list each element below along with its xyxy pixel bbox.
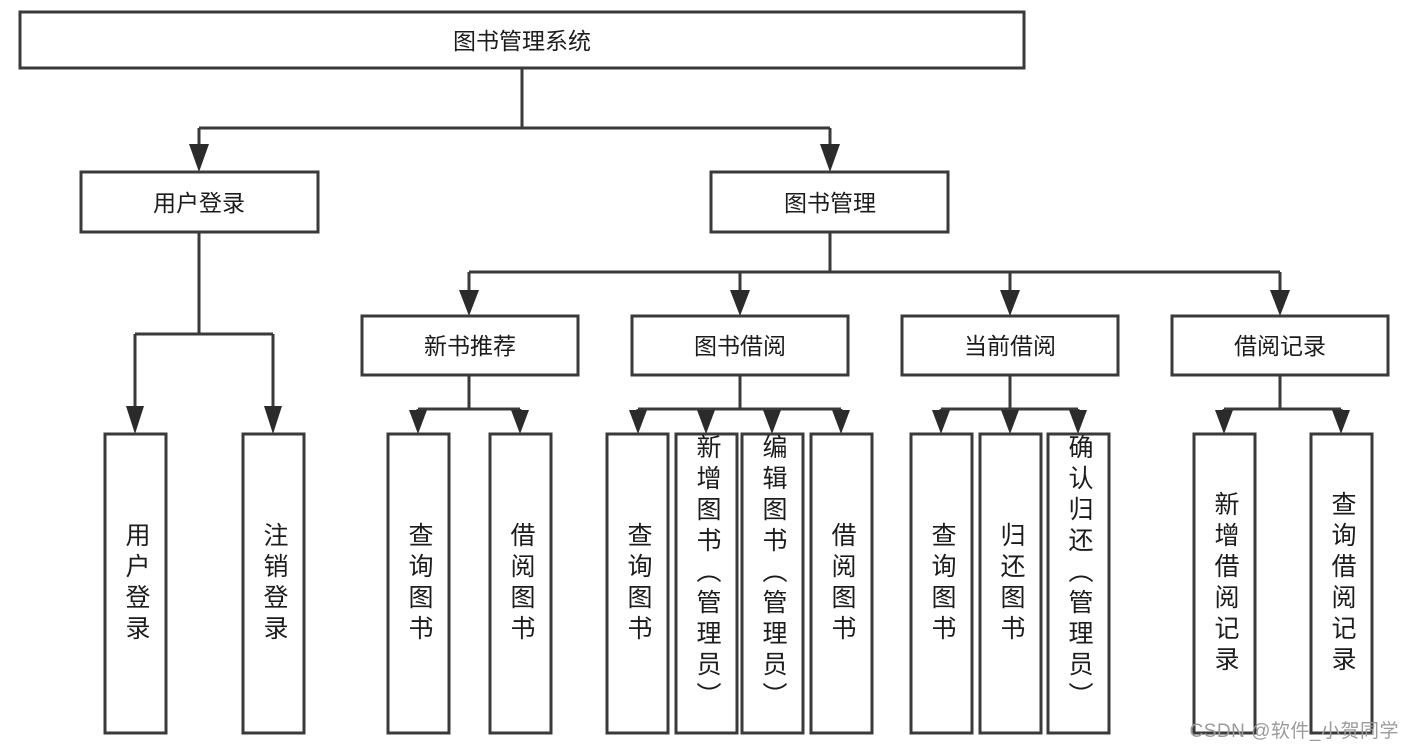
node-book-borrow-box[interactable] xyxy=(630,314,850,377)
leaf-new-book-2[interactable]: 借阅图书 xyxy=(488,432,553,735)
node-borrow-record-label: 借阅记录 xyxy=(1234,333,1326,359)
leaf-book-borrow-1[interactable]: 查询图书 xyxy=(605,432,670,735)
arrow-head-book-borrow-leaf-2 xyxy=(697,410,715,434)
arrow-head-new-book-leaf-2 xyxy=(511,410,529,434)
leaf-book-borrow-4-label: 借阅图书 xyxy=(828,521,856,646)
leaf-book-borrow-1-label-fo: 查询图书 xyxy=(624,521,652,646)
arrow-head-current-borrow-leaf-3 xyxy=(1069,410,1087,434)
leaf-new-book-1-box[interactable] xyxy=(386,432,451,735)
leaf-book-borrow-1-label: 查询图书 xyxy=(624,521,652,646)
arrow-head-to-current-borrow xyxy=(1000,290,1020,316)
node-new-book-recommend-box[interactable] xyxy=(360,314,580,377)
leaf-user-login-2-label: 注销登录 xyxy=(260,521,288,646)
leaf-current-borrow-3[interactable]: 确认归还（管理员） xyxy=(1046,432,1111,735)
leaf-new-book-2-label: 借阅图书 xyxy=(507,521,535,646)
arrow-head-book-borrow-leaf-3 xyxy=(763,410,781,434)
node-borrow-record-box[interactable] xyxy=(1170,314,1390,377)
leaf-book-borrow-4-box[interactable] xyxy=(809,432,874,735)
node-book-borrow[interactable]: 图书借阅 xyxy=(630,314,850,377)
arrow-head-to-new-book xyxy=(459,290,479,316)
leaf-new-book-2-label-fo: 借阅图书 xyxy=(507,521,535,646)
leaf-current-borrow-2-label-fo: 归还图书 xyxy=(997,521,1025,646)
node-book-management-label: 图书管理 xyxy=(784,190,876,216)
arrow-head-to-book-borrow xyxy=(730,290,750,316)
node-book-borrow-label: 图书借阅 xyxy=(694,333,786,359)
leaf-user-login-2-label-fo: 注销登录 xyxy=(260,521,288,646)
node-root-system[interactable]: 图书管理系统 xyxy=(18,10,1026,70)
arrow-head-borrow-record-leaf-2 xyxy=(1332,410,1350,434)
node-root-system-label: 图书管理系统 xyxy=(453,28,591,54)
node-new-book-recommend[interactable]: 新书推荐 xyxy=(360,314,580,377)
arrow-head-book-borrow-leaf-1 xyxy=(629,410,647,434)
arrow-head-current-borrow-leaf-2 xyxy=(1001,410,1019,434)
arrow-head-borrow-record-leaf-1 xyxy=(1215,410,1233,434)
node-current-borrow[interactable]: 当前借阅 xyxy=(900,314,1120,377)
leaf-book-borrow-3-box[interactable] xyxy=(740,432,805,735)
arrow-head-new-book-leaf-1 xyxy=(409,410,427,434)
node-current-borrow-box[interactable] xyxy=(900,314,1120,377)
arrow-head-to-book-mgmt xyxy=(820,144,840,172)
leaf-new-book-1-label: 查询图书 xyxy=(405,521,433,646)
node-root-system-box[interactable] xyxy=(18,10,1026,70)
leaf-user-login-1-box[interactable] xyxy=(103,432,168,735)
leaf-current-borrow-1-label-fo: 查询图书 xyxy=(928,521,956,646)
node-book-management[interactable]: 图书管理 xyxy=(709,170,950,234)
leaf-current-borrow-2-box[interactable] xyxy=(978,432,1043,735)
leaf-borrow-record-2-box[interactable] xyxy=(1309,432,1374,735)
node-borrow-record[interactable]: 借阅记录 xyxy=(1170,314,1390,377)
leaf-new-book-2-box[interactable] xyxy=(488,432,553,735)
leaf-borrow-record-2[interactable]: 查询借阅记录 xyxy=(1309,432,1374,735)
leaf-book-borrow-4[interactable]: 借阅图书 xyxy=(809,432,874,735)
connector-layer xyxy=(126,68,1350,434)
leaf-user-login-1[interactable]: 用户登录 xyxy=(103,432,168,735)
leaf-borrow-record-1-label-fo: 新增借阅记录 xyxy=(1211,490,1239,677)
leaf-current-borrow-3-label: 确认归还（管理员） xyxy=(1065,434,1093,713)
leaf-current-borrow-1-box[interactable] xyxy=(909,432,974,735)
leaf-current-borrow-2-label: 归还图书 xyxy=(997,521,1025,646)
leaf-user-login-2-box[interactable] xyxy=(241,432,306,735)
leaf-current-borrow-2[interactable]: 归还图书 xyxy=(978,432,1043,735)
node-new-book-recommend-label: 新书推荐 xyxy=(424,333,516,359)
leaf-book-borrow-3-label: 编辑图书（管理员） xyxy=(759,434,787,713)
arrow-head-current-borrow-leaf-1 xyxy=(932,410,950,434)
leaf-current-borrow-3-label-fo: 确认归还（管理员） xyxy=(1065,434,1093,713)
leaf-book-borrow-2-label-fo: 新增图书（管理员） xyxy=(693,434,721,713)
leaf-user-login-1-label-fo: 用户登录 xyxy=(122,521,150,646)
node-user-login-box[interactable] xyxy=(79,170,320,234)
leaf-borrow-record-2-label: 查询借阅记录 xyxy=(1328,490,1356,677)
leaf-book-borrow-1-box[interactable] xyxy=(605,432,670,735)
leaf-current-borrow-1-label: 查询图书 xyxy=(928,521,956,646)
leaf-user-login-1-label: 用户登录 xyxy=(122,521,150,646)
csdn-watermark: CSDN @软件_小贺同学 xyxy=(1189,721,1399,742)
leaf-user-login-2[interactable]: 注销登录 xyxy=(241,432,306,735)
leaf-current-borrow-1[interactable]: 查询图书 xyxy=(909,432,974,735)
leaf-book-borrow-3[interactable]: 编辑图书（管理员） xyxy=(740,432,805,735)
arrow-head-user-login-leaf-1 xyxy=(126,406,144,434)
node-book-management-box[interactable] xyxy=(709,170,950,234)
leaf-new-book-1-label-fo: 查询图书 xyxy=(405,521,433,646)
leaf-borrow-record-1-box[interactable] xyxy=(1192,432,1257,735)
leaf-borrow-record-1-label: 新增借阅记录 xyxy=(1211,490,1239,677)
arrow-head-user-login-leaf-2 xyxy=(264,406,282,434)
leaf-book-borrow-2-box[interactable] xyxy=(674,432,739,735)
arrow-head-to-user-login xyxy=(189,144,209,172)
arrow-head-book-borrow-leaf-4 xyxy=(832,410,850,434)
leaf-book-borrow-2-label: 新增图书（管理员） xyxy=(693,434,721,713)
node-user-login-label: 用户登录 xyxy=(153,190,245,216)
leaf-book-borrow-3-label-fo: 编辑图书（管理员） xyxy=(759,434,787,713)
node-current-borrow-label: 当前借阅 xyxy=(964,333,1056,359)
leaf-borrow-record-2-label-fo: 查询借阅记录 xyxy=(1328,490,1356,677)
leaf-new-book-1[interactable]: 查询图书 xyxy=(386,432,451,735)
node-user-login[interactable]: 用户登录 xyxy=(79,170,320,234)
leaf-book-borrow-2[interactable]: 新增图书（管理员） xyxy=(674,432,739,735)
leaf-current-borrow-3-box[interactable] xyxy=(1046,432,1111,735)
arrow-head-to-borrow-record xyxy=(1270,290,1290,316)
leaf-borrow-record-1[interactable]: 新增借阅记录 xyxy=(1192,432,1257,735)
leaf-book-borrow-4-label-fo: 借阅图书 xyxy=(828,521,856,646)
